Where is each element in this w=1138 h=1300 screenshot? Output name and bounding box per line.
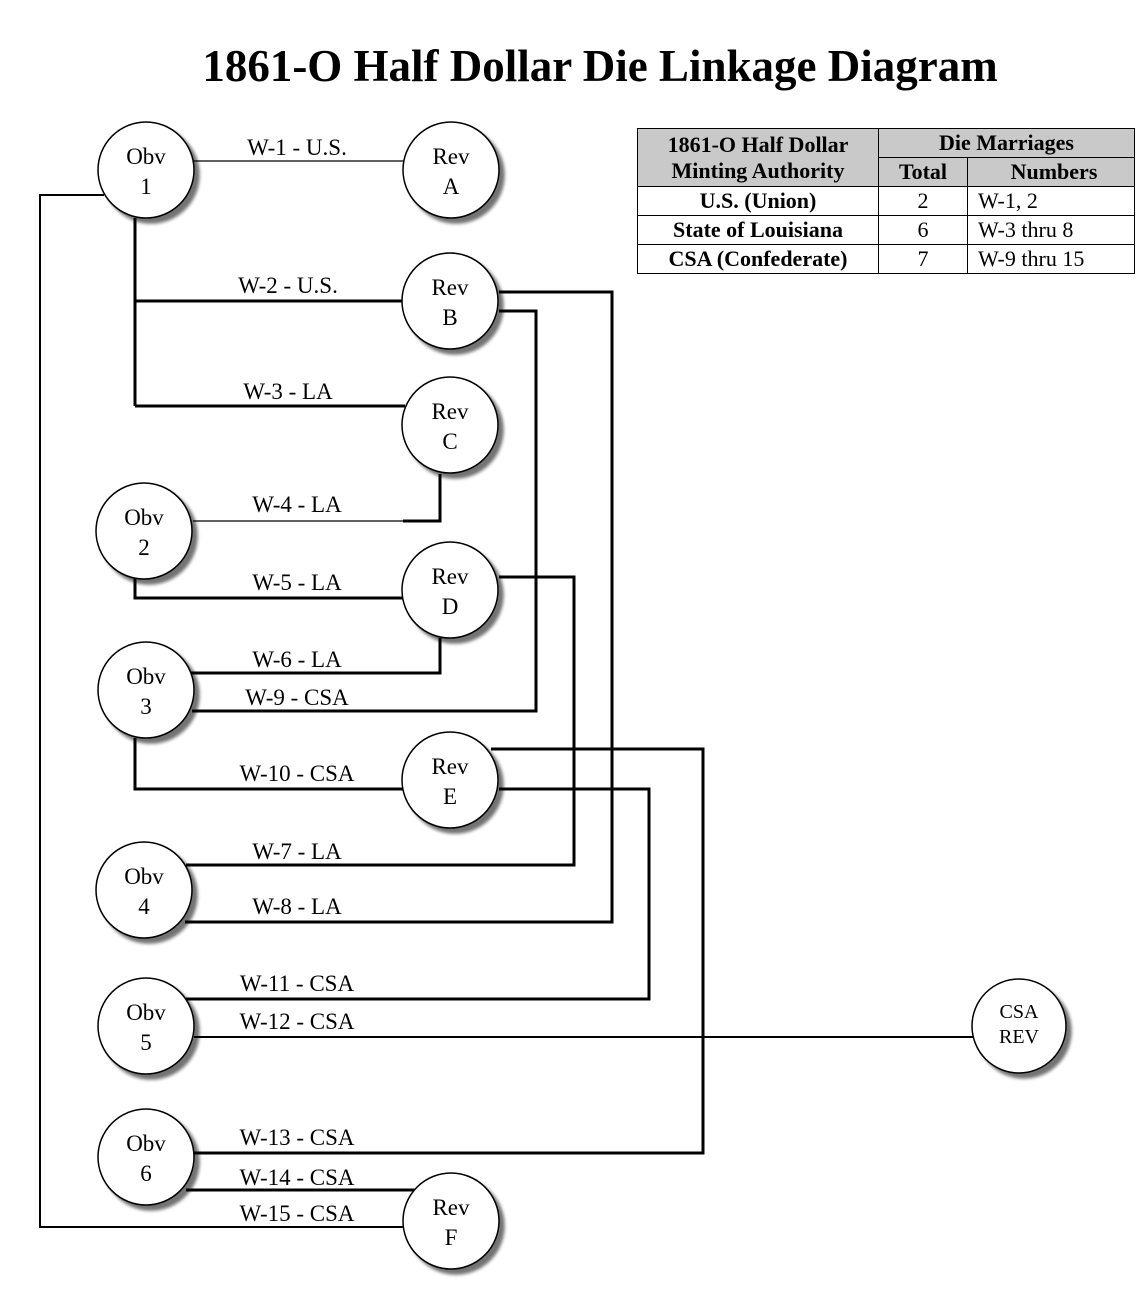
edge-w11: [186, 787, 651, 1001]
edge-label-w8: W-8 - LA: [252, 894, 342, 919]
edge-label-w3: W-3 - LA: [243, 379, 333, 404]
node-label: Rev: [432, 1195, 470, 1220]
edge-label-w9: W-9 - CSA: [245, 685, 349, 710]
edge-label-w12: W-12 - CSA: [240, 1009, 355, 1034]
edge-label-w2: W-2 - U.S.: [238, 273, 338, 298]
edge-label-w14: W-14 - CSA: [240, 1165, 355, 1190]
node-obv-5: Obv 5: [97, 977, 195, 1075]
node-label: Rev: [431, 754, 469, 779]
node-obv-4: Obv 4: [95, 841, 193, 939]
edge-label-w5: W-5 - LA: [252, 570, 342, 595]
edge-w9: [192, 309, 538, 713]
edge-w10: [133, 738, 404, 791]
node-rev-c: Rev C: [401, 376, 499, 474]
edge-w4-hook: [403, 474, 442, 523]
node-letter: F: [445, 1225, 458, 1250]
node-number: 1: [140, 174, 152, 199]
node-letter: D: [442, 594, 459, 619]
cell-numbers: W-3 thru 8: [967, 215, 1135, 245]
die-marriages-table: 1861-O Half Dollar Minting Authority Die…: [637, 128, 1135, 274]
edge-labels: W-1 - U.S. W-2 - U.S. W-3 - LA W-4 - LA …: [238, 135, 355, 1226]
edge-w13: [188, 747, 705, 1155]
header-die-marriages: Die Marriages: [878, 128, 1135, 158]
node-obv-6: Obv 6: [97, 1108, 195, 1206]
table-row: U.S. (Union) 2 W-1, 2: [637, 186, 1135, 216]
header-numbers: Numbers: [967, 157, 1135, 187]
node-label: CSA: [1000, 1001, 1039, 1023]
node-label: Obv: [126, 664, 166, 689]
table-header-row: 1861-O Half Dollar Minting Authority Die…: [637, 128, 1135, 187]
edge-label-w7: W-7 - LA: [252, 839, 342, 864]
header-total: Total: [878, 157, 968, 187]
node-obv-3: Obv 3: [97, 641, 195, 739]
node-rev-f: Rev F: [402, 1172, 500, 1270]
edge-label-w13: W-13 - CSA: [240, 1125, 355, 1150]
node-label: Rev: [431, 399, 469, 424]
node-label: Obv: [124, 864, 164, 889]
node-rev-e: Rev E: [401, 731, 499, 829]
node-letter: C: [442, 429, 457, 454]
edge-w8: [185, 290, 614, 924]
header-authority-line2: Minting Authority: [671, 157, 845, 183]
node-label: Rev: [431, 564, 469, 589]
cell-authority: U.S. (Union): [637, 186, 879, 216]
node-label: Rev: [432, 144, 470, 169]
node-number: 6: [140, 1161, 152, 1186]
node-number: 2: [138, 535, 150, 560]
node-rev-b: Rev B: [401, 252, 499, 350]
edge-label-w6: W-6 - LA: [252, 647, 342, 672]
node-rev-d: Rev D: [401, 541, 499, 639]
node-number: 4: [138, 894, 150, 919]
cell-total: 2: [878, 186, 968, 216]
cell-authority: State of Louisiana: [637, 215, 879, 245]
edge-label-w15: W-15 - CSA: [240, 1201, 355, 1226]
node-label: Obv: [126, 144, 166, 169]
edge-label-w10: W-10 - CSA: [240, 761, 355, 786]
header-authority: 1861-O Half Dollar Minting Authority: [637, 128, 879, 187]
edge-w7: [186, 575, 576, 867]
cell-numbers: W-9 thru 15: [967, 244, 1135, 274]
connector-lines: [39, 160, 973, 1228]
header-authority-line1: 1861-O Half Dollar: [667, 131, 849, 157]
die-marriages-table-container: 1861-O Half Dollar Minting Authority Die…: [637, 128, 1135, 274]
edge-w5: [133, 578, 404, 600]
node-letter: E: [443, 784, 457, 809]
node-letter: REV: [999, 1026, 1040, 1048]
node-label: Obv: [124, 505, 164, 530]
node-number: 3: [140, 694, 152, 719]
edge-label-w11: W-11 - CSA: [240, 971, 355, 996]
cell-numbers: W-1, 2: [967, 186, 1135, 216]
edge-label-w4: W-4 - LA: [252, 492, 342, 517]
reverse-nodes: Rev A Rev B Rev C Rev D Rev E Rev F: [401, 121, 1067, 1270]
node-label: Rev: [431, 275, 469, 300]
node-obv-1: Obv 1: [97, 121, 195, 219]
node-label: Obv: [126, 1131, 166, 1156]
edge-label-w1: W-1 - U.S.: [247, 135, 347, 160]
node-obv-2: Obv 2: [95, 482, 193, 580]
node-label: Obv: [126, 1000, 166, 1025]
node-rev-a: Rev A: [402, 121, 500, 219]
node-csa-rev: CSA REV: [971, 978, 1067, 1074]
node-letter: B: [442, 305, 457, 330]
edge-w15: [39, 194, 406, 1228]
edge-w6: [188, 638, 442, 675]
cell-authority: CSA (Confederate): [637, 244, 879, 274]
table-row: State of Louisiana 6 W-3 thru 8: [637, 215, 1135, 245]
node-number: 5: [140, 1030, 152, 1055]
node-letter: A: [443, 174, 460, 199]
obverse-nodes: Obv 1 Obv 2 Obv 3 Obv 4 Obv 5 Obv 6: [95, 121, 195, 1206]
table-row: CSA (Confederate) 7 W-9 thru 15: [637, 244, 1135, 274]
page-title: 1861-O Half Dollar Die Linkage Diagram: [202, 41, 998, 91]
cell-total: 6: [878, 215, 968, 245]
cell-total: 7: [878, 244, 968, 274]
